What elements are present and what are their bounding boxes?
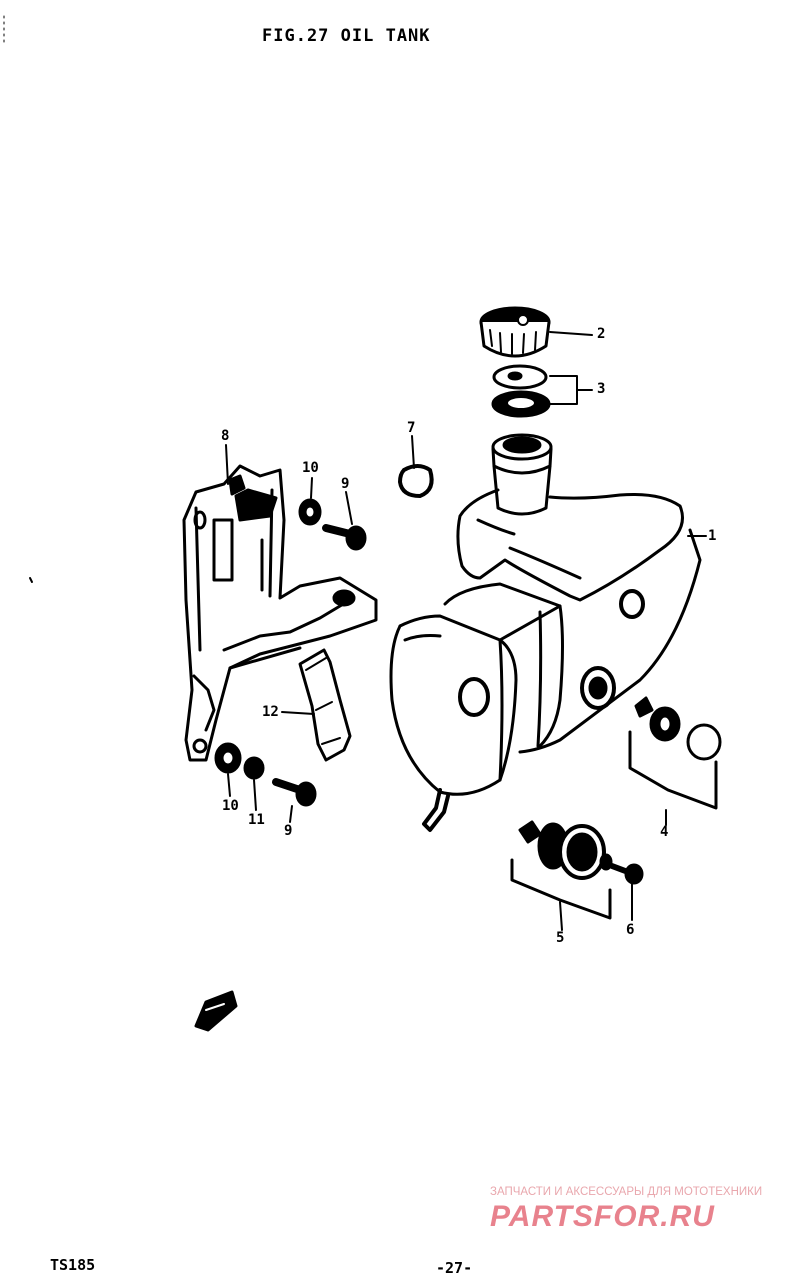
callout-1: 1 — [708, 528, 717, 544]
leader-12 — [281, 711, 315, 715]
callout-3: 3 — [597, 381, 606, 397]
forward-arrow-icon — [194, 990, 238, 1032]
callout-10-bottom: 10 — [222, 798, 239, 814]
mount-bushing-set — [510, 820, 613, 920]
leader-3 — [549, 375, 593, 405]
figure-title: FIG.27 OIL TANK — [262, 26, 431, 46]
leader-7 — [411, 435, 415, 469]
leader-2 — [549, 331, 593, 336]
leader-9-top — [345, 491, 353, 525]
leader-lines — [225, 331, 707, 931]
callout-9-top: 9 — [341, 476, 350, 492]
leader-9-bottom — [289, 805, 293, 823]
cap-gaskets — [491, 364, 551, 418]
washer-top — [298, 498, 322, 526]
leader-11 — [253, 779, 257, 811]
filler-neck — [491, 433, 553, 516]
callout-6: 6 — [626, 922, 635, 938]
page-number: -27- — [436, 1259, 473, 1277]
watermark-tagline: ЗАПЧАСТИ И АКСЕССУАРЫ ДЛЯ МОТОТЕХНИКИ — [490, 1186, 763, 1198]
mount-bolt — [609, 863, 644, 885]
leader-10-top — [310, 477, 313, 499]
leader-8 — [225, 444, 229, 485]
bolt-bottom — [272, 778, 317, 807]
callout-10-top: 10 — [302, 460, 319, 476]
callout-9-bottom: 9 — [284, 823, 293, 839]
callout-7: 7 — [407, 420, 416, 436]
oil-tank-body — [389, 488, 702, 832]
callout-12: 12 — [262, 704, 279, 720]
callout-5: 5 — [556, 930, 565, 946]
callout-8: 8 — [221, 428, 230, 444]
hose-clip — [398, 464, 434, 498]
oil-tank-cap — [479, 306, 551, 358]
callout-11: 11 — [248, 812, 265, 828]
tank-grommets — [628, 696, 722, 810]
tank-bracket — [182, 464, 378, 762]
lock-washer-bottom — [243, 756, 265, 780]
leader-10-bottom — [227, 773, 231, 797]
watermark-logo: PARTSFOR.RU — [490, 1200, 715, 1233]
bolt-top — [322, 524, 367, 551]
washer-bottom — [214, 742, 242, 774]
model-label: TS185 — [50, 1256, 96, 1274]
callout-4: 4 — [660, 824, 669, 840]
callout-2: 2 — [597, 326, 606, 342]
rubber-strap — [298, 648, 352, 762]
leader-5 — [559, 901, 563, 931]
